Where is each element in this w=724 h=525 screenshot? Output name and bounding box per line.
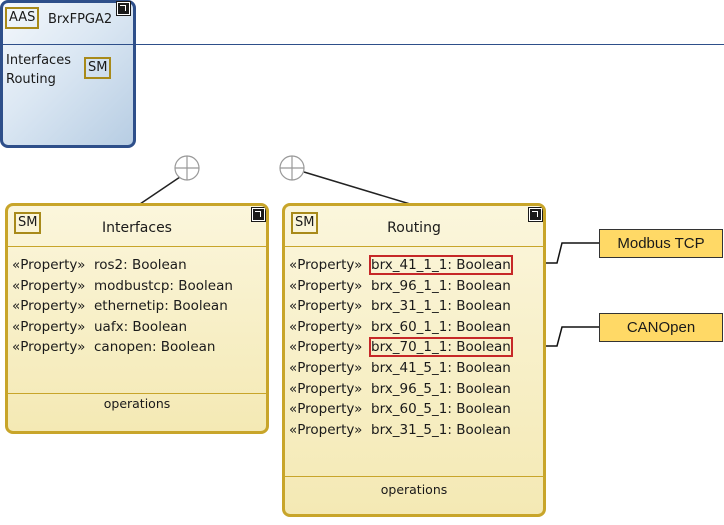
aas-submodel-item: Interfaces bbox=[6, 53, 71, 68]
operations-separator bbox=[285, 476, 543, 477]
sm-tag: SM bbox=[291, 212, 319, 234]
property-row: «Property» brx_96_5_1: Boolean bbox=[289, 380, 511, 397]
property-row: «Property» uafx: Boolean bbox=[12, 318, 188, 335]
expand-icon[interactable] bbox=[529, 208, 542, 221]
property-row: «Property» canopen: Boolean bbox=[12, 339, 216, 356]
aas-header: AAS BrxFPGA2 bbox=[0, 0, 724, 45]
sm-interfaces-block[interactable]: SM Interfaces «Property» ros2: Boolean «… bbox=[5, 203, 269, 434]
property-list: «Property» brx_41_1_1: Boolean «Property… bbox=[289, 255, 513, 440]
expand-icon[interactable] bbox=[252, 208, 265, 221]
highlighted-property: brx_70_1_1: Boolean bbox=[369, 337, 513, 358]
sm-header: SM Routing bbox=[285, 206, 543, 247]
property-row: «Property» brx_60_5_1: Boolean bbox=[289, 401, 511, 418]
arrow-modbus bbox=[535, 242, 600, 264]
callout-modbus-tcp: Modbus TCP bbox=[599, 229, 723, 258]
property-row: «Property» brx_60_1_1: Boolean bbox=[289, 318, 511, 335]
property-row: «Property» modbustcp: Boolean bbox=[12, 277, 233, 294]
expand-icon[interactable] bbox=[117, 2, 130, 15]
operations-separator bbox=[8, 393, 266, 394]
sm-name: Routing bbox=[387, 220, 441, 236]
connector-routing bbox=[303, 171, 411, 205]
property-list: «Property» ros2: Boolean «Property» modb… bbox=[12, 255, 233, 358]
aas-submodel-list: Interfaces Routing bbox=[6, 51, 71, 89]
sm-tag: SM bbox=[14, 212, 42, 234]
property-row: «Property» brx_41_1_1: Boolean bbox=[289, 255, 513, 275]
aas-block[interactable]: AAS BrxFPGA2 Interfaces Routing SM bbox=[0, 0, 724, 148]
property-row: «Property» brx_70_1_1: Boolean bbox=[289, 337, 513, 358]
operations-label: operations bbox=[103, 396, 171, 411]
callout-canopen: CANOpen bbox=[599, 313, 723, 342]
sm-name: Interfaces bbox=[102, 220, 172, 236]
arrow-canopen bbox=[535, 326, 600, 347]
aas-title: BrxFPGA2 bbox=[48, 12, 113, 27]
aas-sm-tag: SM bbox=[84, 57, 112, 79]
property-row: «Property» ros2: Boolean bbox=[12, 257, 187, 273]
property-row: «Property» brx_96_1_1: Boolean bbox=[289, 277, 511, 294]
operations-label: operations bbox=[380, 482, 448, 497]
property-row: «Property» brx_31_5_1: Boolean bbox=[289, 421, 511, 438]
connector-interfaces bbox=[139, 176, 181, 205]
sm-header: SM Interfaces bbox=[8, 206, 266, 247]
property-row: «Property» ethernetip: Boolean bbox=[12, 298, 228, 315]
property-row: «Property» brx_31_1_1: Boolean bbox=[289, 298, 511, 315]
aas-tag: AAS bbox=[5, 7, 40, 29]
highlighted-property: brx_41_1_1: Boolean bbox=[369, 255, 513, 275]
aas-submodel-item: Routing bbox=[6, 72, 56, 87]
property-row: «Property» brx_41_5_1: Boolean bbox=[289, 359, 511, 376]
sm-routing-block[interactable]: SM Routing «Property» brx_41_1_1: Boolea… bbox=[282, 203, 546, 517]
